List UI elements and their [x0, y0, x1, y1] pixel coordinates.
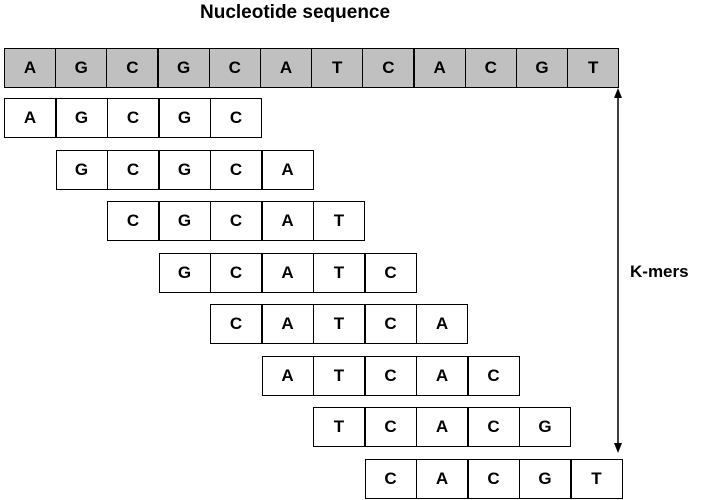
- kmer-base-cell: C: [210, 201, 262, 241]
- sequence-base-cell: A: [260, 48, 312, 88]
- kmer-base-cell: G: [55, 98, 108, 138]
- kmer-base-cell: G: [519, 407, 571, 447]
- sequence-base-cell: T: [311, 48, 364, 88]
- kmer-base-cell: A: [261, 252, 314, 293]
- kmer-base-cell: T: [313, 355, 365, 396]
- kmer-base-cell: A: [261, 149, 314, 190]
- diagram-title: Nucleotide sequence: [200, 2, 391, 23]
- kmers-label: K-mers: [630, 262, 689, 281]
- kmer-base-cell: G: [158, 98, 211, 138]
- kmer-base-cell: T: [313, 201, 365, 241]
- sequence-base-cell: G: [516, 48, 568, 88]
- sequence-base-cell: C: [362, 48, 415, 88]
- kmer-base-cell: C: [364, 458, 417, 499]
- kmer-base-cell: C: [364, 252, 417, 293]
- sequence-base-cell: C: [106, 48, 159, 88]
- kmer-base-cell: G: [519, 458, 571, 499]
- kmer-base-cell: G: [158, 149, 211, 190]
- kmer-base-cell: C: [364, 304, 417, 344]
- kmer-base-cell: C: [107, 98, 159, 138]
- sequence-base-cell: T: [567, 48, 620, 88]
- kmer-base-cell: T: [313, 252, 365, 293]
- kmer-base-cell: C: [210, 304, 262, 344]
- sequence-base-cell: C: [464, 48, 517, 88]
- sequence-base-cell: C: [208, 48, 261, 88]
- kmer-base-cell: T: [313, 304, 365, 344]
- kmer-base-cell: A: [416, 355, 468, 396]
- kmer-base-cell: A: [261, 304, 314, 344]
- kmer-base-cell: T: [570, 458, 623, 499]
- kmer-base-cell: C: [467, 355, 520, 396]
- kmer-base-cell: C: [364, 355, 417, 396]
- sequence-base-cell: A: [413, 48, 466, 88]
- kmer-base-cell: G: [158, 201, 211, 241]
- kmer-base-cell: A: [416, 304, 468, 344]
- kmer-base-cell: C: [107, 149, 159, 190]
- kmer-base-cell: T: [313, 407, 365, 447]
- kmer-base-cell: A: [416, 458, 468, 499]
- kmer-base-cell: C: [210, 98, 262, 138]
